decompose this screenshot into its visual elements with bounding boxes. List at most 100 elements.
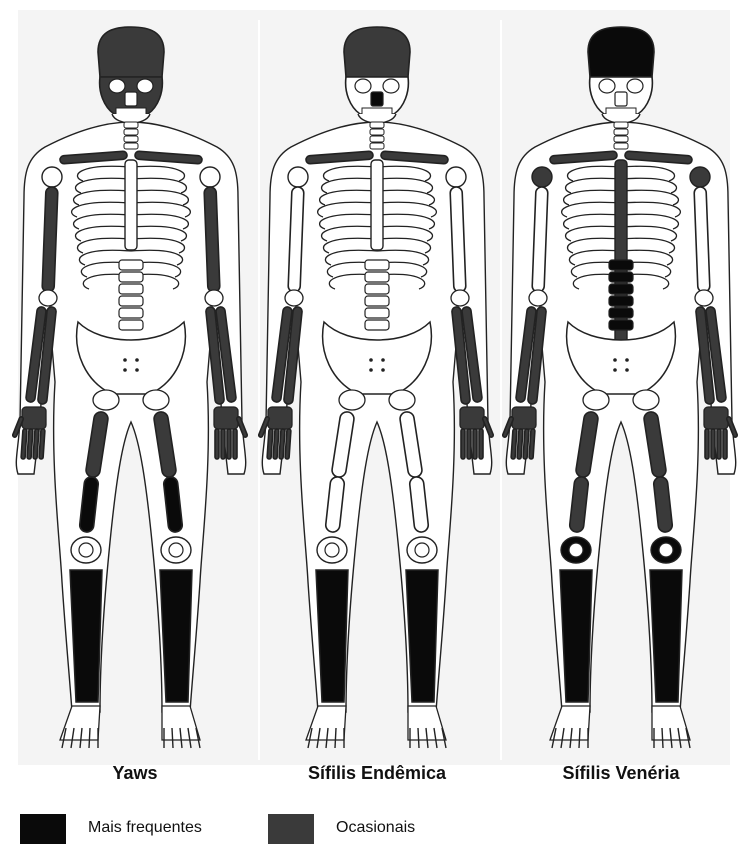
sacral-foramen xyxy=(613,368,617,372)
cervical-vertebra xyxy=(124,129,138,135)
finger xyxy=(233,429,237,459)
finger xyxy=(227,429,231,459)
patella xyxy=(569,543,583,557)
skull-nasal xyxy=(615,92,627,106)
legend-swatch-occasional xyxy=(268,814,314,844)
foot xyxy=(550,706,590,740)
elbow-joint xyxy=(205,290,223,306)
lumbar-vertebra xyxy=(119,284,143,294)
tibia xyxy=(316,570,348,702)
lumbar-vertebra xyxy=(365,272,389,282)
lumbar-vertebra xyxy=(119,296,143,306)
sacral-foramen xyxy=(135,368,139,372)
hand-carpals xyxy=(22,407,46,429)
finger xyxy=(273,429,279,459)
elbow-joint xyxy=(39,290,57,306)
toe xyxy=(89,728,90,748)
toe xyxy=(335,728,336,748)
lumbar-vertebra xyxy=(609,320,633,330)
hand-carpals xyxy=(214,407,238,429)
sacral-foramen xyxy=(135,358,139,362)
cervical-vertebra xyxy=(124,136,138,142)
sacral-foramen xyxy=(123,368,127,372)
finger xyxy=(723,429,727,459)
finger xyxy=(215,429,219,459)
skeleton-yaws xyxy=(12,22,250,757)
panel-caption-yaws: Yaws xyxy=(16,763,254,784)
lumbar-vertebra xyxy=(609,260,633,270)
patella xyxy=(659,543,673,557)
cervical-vertebra xyxy=(614,129,628,135)
sternum-spine xyxy=(371,160,383,250)
finger xyxy=(511,429,517,459)
elbow-joint xyxy=(451,290,469,306)
skull-eye-socket xyxy=(599,79,615,93)
finger xyxy=(711,429,715,459)
elbow-joint xyxy=(529,290,547,306)
hip-socket xyxy=(583,390,609,410)
patella xyxy=(169,543,183,557)
lumbar-vertebra xyxy=(609,296,633,306)
skull-nasal xyxy=(125,92,137,106)
hand-carpals xyxy=(268,407,292,429)
lumbar-vertebra xyxy=(609,308,633,318)
hand-carpals xyxy=(704,407,728,429)
skeleton-venereal-syphilis xyxy=(502,22,740,757)
shoulder-joint xyxy=(42,167,62,187)
legend: Mais frequentes Ocasionais xyxy=(0,800,742,859)
finger xyxy=(517,429,523,459)
foot xyxy=(306,706,346,740)
lumbar-vertebra xyxy=(365,308,389,318)
skull-eye-socket xyxy=(109,79,125,93)
cervical-vertebra xyxy=(124,122,138,128)
finger xyxy=(21,429,27,459)
finger xyxy=(285,429,291,459)
foot xyxy=(60,706,100,740)
skull-eye-socket xyxy=(355,79,371,93)
skull-cranium xyxy=(98,27,164,77)
lumbar-vertebra xyxy=(609,284,633,294)
shoulder-joint xyxy=(200,167,220,187)
tibia xyxy=(560,570,592,702)
finger xyxy=(467,429,471,459)
finger xyxy=(39,429,45,459)
shoulder-joint xyxy=(446,167,466,187)
elbow-joint xyxy=(285,290,303,306)
sacral-foramen xyxy=(123,358,127,362)
legend-label-frequent: Mais frequentes xyxy=(88,819,202,837)
finger xyxy=(523,429,529,459)
hip-socket xyxy=(143,390,169,410)
lumbar-vertebra xyxy=(119,260,143,270)
skull-eye-socket xyxy=(383,79,399,93)
finger xyxy=(33,429,39,459)
hip-socket xyxy=(339,390,365,410)
lumbar-vertebra xyxy=(365,284,389,294)
toe xyxy=(579,728,580,748)
skull-cranium xyxy=(344,27,410,77)
toe xyxy=(172,728,173,748)
finger xyxy=(279,429,285,459)
finger xyxy=(717,429,721,459)
lumbar-vertebra xyxy=(119,308,143,318)
finger xyxy=(473,429,477,459)
skull-eye-socket xyxy=(137,79,153,93)
hand-carpals xyxy=(512,407,536,429)
patella xyxy=(325,543,339,557)
patella xyxy=(79,543,93,557)
elbow-joint xyxy=(695,290,713,306)
shoulder-joint xyxy=(690,167,710,187)
finger xyxy=(479,429,483,459)
cervical-vertebra xyxy=(370,143,384,149)
lumbar-vertebra xyxy=(365,296,389,306)
cervical-vertebra xyxy=(124,143,138,149)
toe xyxy=(662,728,663,748)
tibia xyxy=(650,570,682,702)
panel-caption-endemic-syphilis: Sífilis Endêmica xyxy=(258,763,496,784)
finger xyxy=(267,429,273,459)
hand-carpals xyxy=(460,407,484,429)
toe xyxy=(418,728,419,748)
tibia xyxy=(70,570,102,702)
sacral-foramen xyxy=(381,368,385,372)
sacral-foramen xyxy=(625,368,629,372)
cervical-vertebra xyxy=(614,136,628,142)
